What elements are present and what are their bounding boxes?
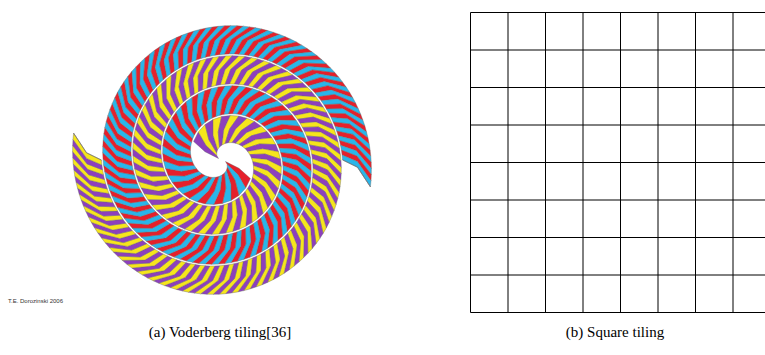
grid-line <box>471 87 765 88</box>
grid-line <box>471 200 765 201</box>
grid-line <box>471 312 765 313</box>
caption: (b) Square tiling <box>455 324 765 341</box>
spiral-tile <box>74 133 102 160</box>
grid-line <box>471 12 765 13</box>
caption: (a) Voderberg tiling[36] <box>60 324 380 341</box>
watermark: T.E. Dorozinski 2006 <box>8 298 63 304</box>
grid-line <box>471 50 765 51</box>
spiral-tile <box>73 133 102 165</box>
grid-line <box>471 275 765 276</box>
voderberg-spiral <box>73 26 372 295</box>
grid-line <box>471 162 765 163</box>
grid-line <box>471 125 765 126</box>
spiral-tile <box>342 155 371 187</box>
square-grid <box>471 13 765 313</box>
grid-line <box>471 237 765 238</box>
spiral-tile <box>343 160 371 187</box>
